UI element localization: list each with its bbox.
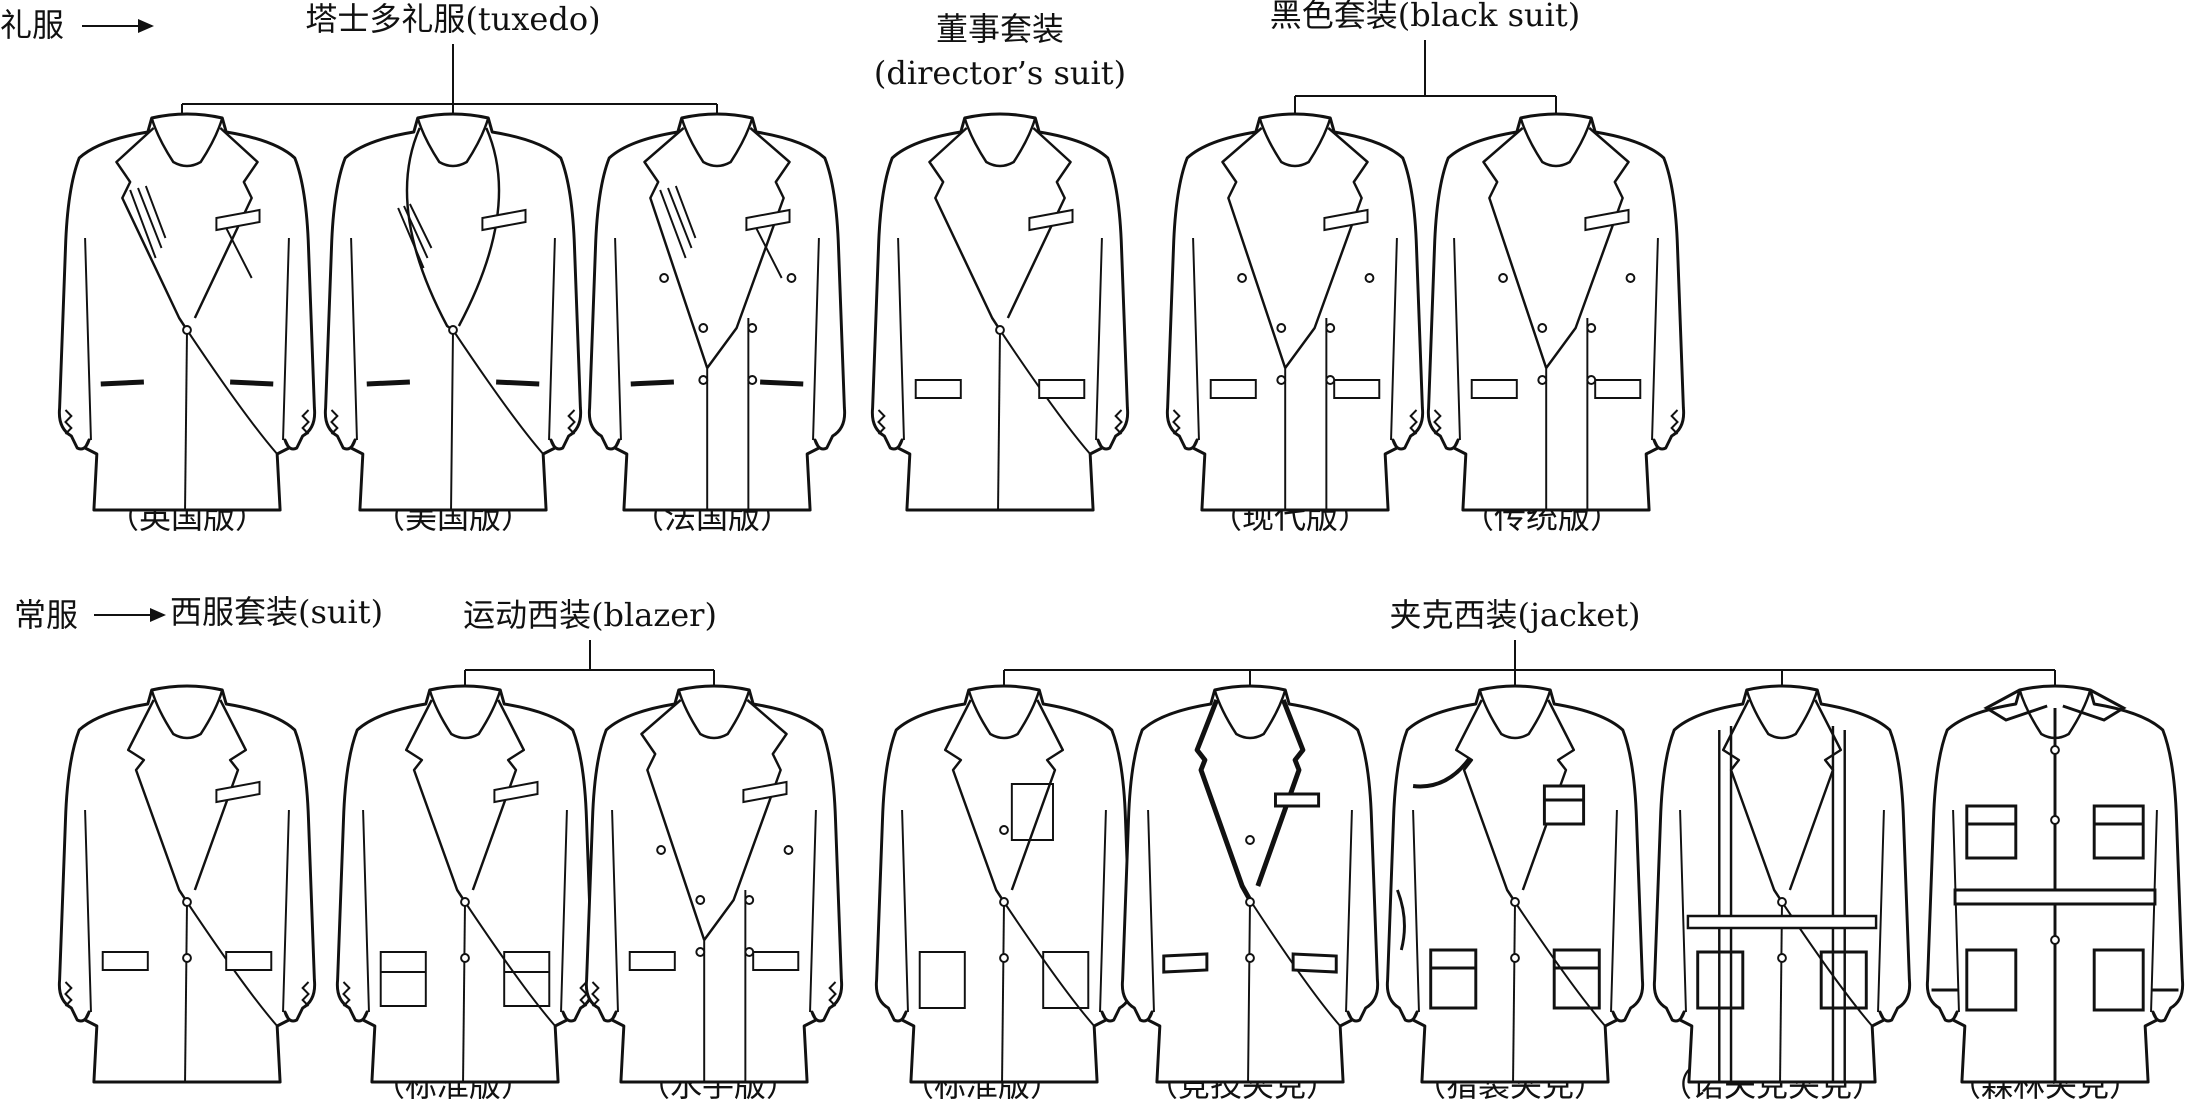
connector-jacket <box>1003 640 2056 690</box>
group-jacket-label: 夹克西装(jacket) <box>1389 596 1641 634</box>
category-casual-label: 常服 <box>14 596 79 634</box>
jacket-forest <box>1925 684 2185 1084</box>
group-director-label-en: (director’s suit) <box>873 54 1127 92</box>
connector-tuxedo <box>181 44 718 118</box>
jacket-directors-suit <box>870 112 1130 512</box>
connector-blazer <box>464 640 715 690</box>
connector-black-suit <box>1294 40 1557 118</box>
jacket-tuxedo-french <box>587 112 847 512</box>
jacket-tuxedo-british <box>57 112 317 512</box>
category-formal-label: 礼服 <box>0 6 65 44</box>
arrow-icon <box>94 608 166 622</box>
arrow-icon <box>82 19 154 33</box>
jacket-suit <box>57 684 317 1084</box>
jacket-blazer-standard <box>335 684 595 1084</box>
jacket-black-suit-traditional <box>1426 112 1686 512</box>
group-black-suit-label: 黑色套装(black suit) <box>1269 0 1581 34</box>
group-blazer-label: 运动西装(blazer) <box>463 596 717 634</box>
jacket-blazer-sailor <box>584 684 844 1084</box>
group-suit-label: 西服套装(suit) <box>170 593 384 631</box>
jacket-norfolk <box>1652 684 1912 1084</box>
jacket-standard <box>874 684 1134 1084</box>
jacket-hunting <box>1385 684 1645 1084</box>
group-tuxedo-label: 塔士多礼服(tuxedo) <box>305 0 601 38</box>
jacket-black-suit-modern <box>1165 112 1425 512</box>
jacket-tuxedo-american <box>323 112 583 512</box>
jacket-sport <box>1120 684 1380 1084</box>
group-director-label-cn: 董事套装 <box>935 10 1065 48</box>
